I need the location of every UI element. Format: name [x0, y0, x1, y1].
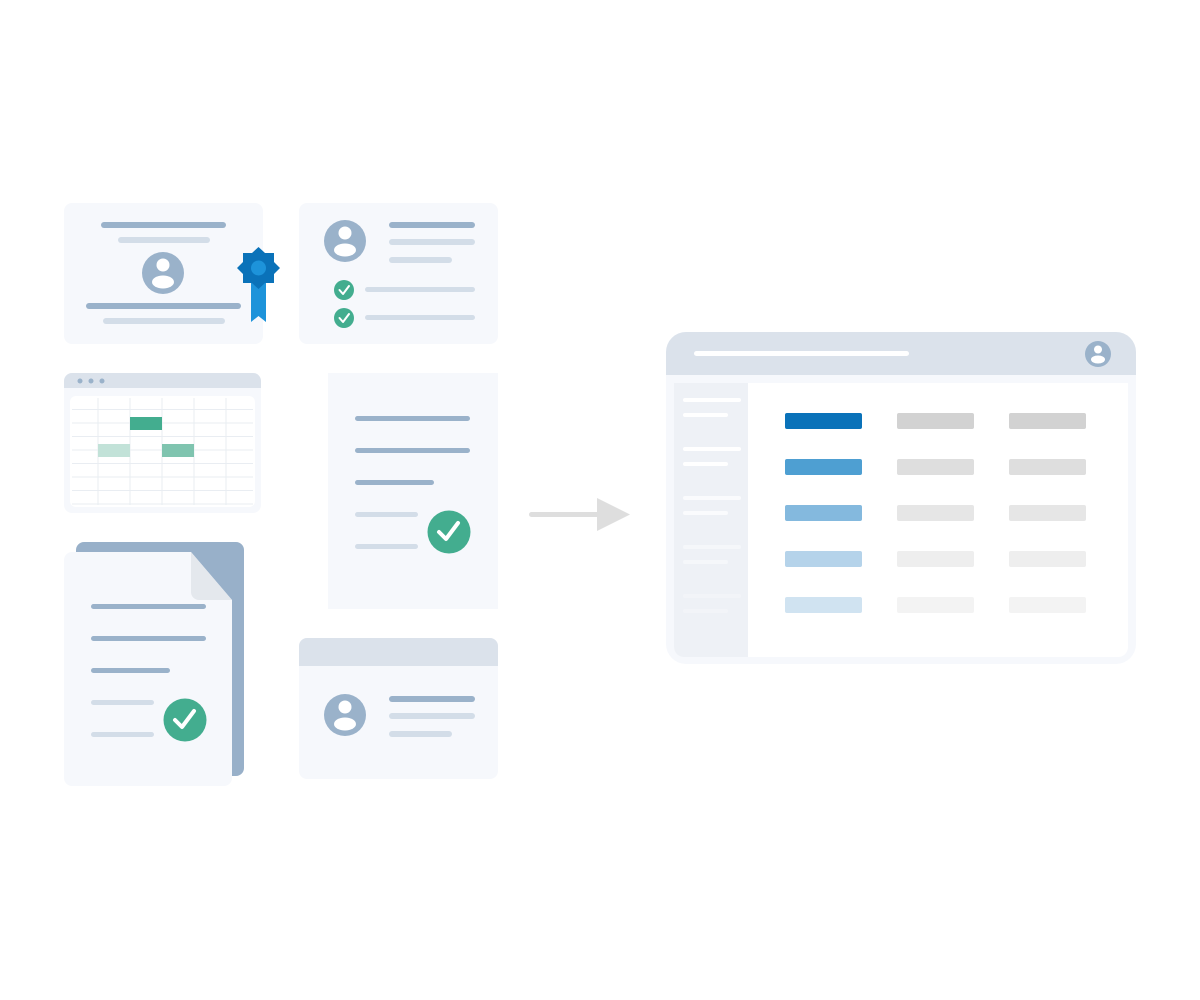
table-cell-primary [785, 597, 862, 613]
sidebar-menu-line [683, 545, 741, 549]
sidebar-menu-line [683, 609, 728, 613]
user-avatar-icon [1085, 341, 1111, 367]
sidebar-menu-line [683, 447, 741, 451]
table-cell [1009, 597, 1086, 613]
user-avatar-icon [324, 694, 366, 736]
table-cell-primary [785, 505, 862, 521]
sidebar-menu-line [683, 398, 741, 402]
table-cell [1009, 505, 1086, 521]
spreadsheet-window-card [64, 373, 261, 513]
dashboard-sidebar [674, 383, 748, 657]
dashboard-table [785, 413, 1086, 613]
table-cell-primary [785, 551, 862, 567]
table-cell [897, 459, 974, 475]
sidebar-menu-line [683, 560, 728, 564]
dashboard-title-bar [694, 351, 909, 356]
check-circle-icon [427, 510, 471, 554]
check-circle-icon [163, 698, 207, 742]
table-cell [1009, 459, 1086, 475]
table-cell-primary [785, 459, 862, 475]
sidebar-menu-line [683, 413, 728, 417]
table-cell-primary [785, 413, 862, 429]
table-cell [897, 505, 974, 521]
table-cell [897, 597, 974, 613]
user-avatar-icon [142, 252, 184, 294]
sidebar-menu-line [683, 511, 728, 515]
arrow-right-icon [529, 498, 630, 531]
sidebar-menu-line [683, 462, 728, 466]
sidebar-menu-line [683, 594, 741, 598]
table-cell [1009, 551, 1086, 567]
sidebar-menu-lines [683, 398, 741, 613]
table-cell [897, 413, 974, 429]
check-circle-icon [334, 308, 354, 328]
sidebar-menu-line [683, 496, 741, 500]
table-cell [897, 551, 974, 567]
folded-document-card [64, 542, 244, 786]
user-avatar-icon [324, 220, 366, 262]
table-cell [1009, 413, 1086, 429]
profile-checklist-card [299, 203, 498, 344]
certificate-card [64, 203, 280, 344]
verified-document-card [328, 373, 498, 609]
check-circle-icon [334, 280, 354, 300]
profile-window-card [299, 638, 498, 779]
award-ribbon-icon [237, 247, 280, 322]
dashboard-window [666, 332, 1136, 664]
